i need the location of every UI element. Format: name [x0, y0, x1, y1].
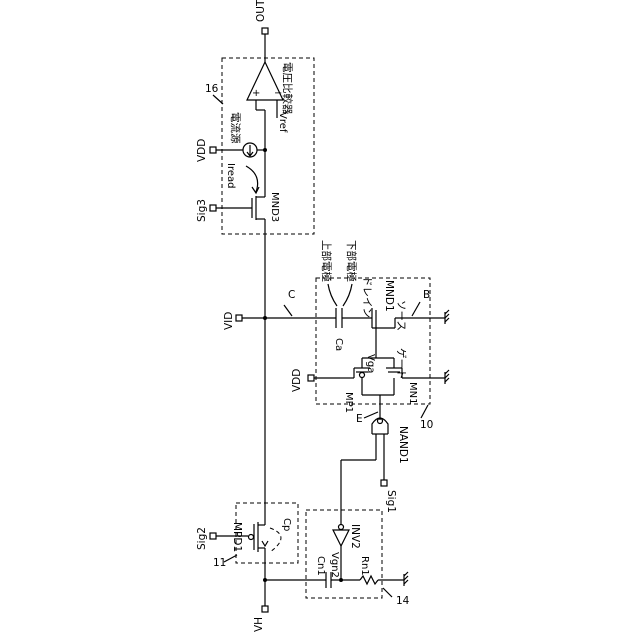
vh-terminal [262, 606, 268, 612]
mnd3-label: MND3 [269, 192, 280, 222]
upper-electrode-leader [328, 284, 337, 306]
gate-label: ゲート [395, 348, 407, 380]
block-10-leader [421, 405, 428, 418]
block-10-label: 10 [420, 419, 433, 431]
block-14-leader [383, 588, 392, 597]
vid-terminal [236, 315, 242, 321]
mnd1-label: MND1 [383, 280, 395, 312]
sig1-terminal [381, 480, 387, 486]
mp1-bubble [360, 373, 365, 378]
sig3-terminal [210, 205, 216, 211]
current-source-label: 電流源 [229, 112, 242, 144]
vdd-top-terminal [210, 147, 216, 153]
vid-label: VID [223, 312, 235, 330]
cp-arc [270, 528, 281, 552]
comparator-label: 電圧比較器 [281, 62, 294, 115]
vgn2-label: Vgn2 [329, 552, 340, 578]
out-terminal [262, 28, 268, 34]
vh-label: VH [253, 617, 265, 632]
inv2-symbol [333, 530, 349, 546]
vdd-mid-label: VDD [291, 369, 303, 392]
nand1-body [372, 418, 388, 434]
comparator-plus: + [252, 88, 260, 99]
mpd1-arrow [262, 541, 268, 546]
vdd-top-label: VDD [196, 139, 208, 162]
rn1-resistor [360, 576, 378, 584]
node-b-label: B [423, 289, 430, 301]
source-label: ソース [395, 300, 407, 331]
inv2-bubble [339, 525, 344, 530]
sig3-label: Sig3 [196, 199, 208, 222]
iread-label: Iread [225, 163, 236, 188]
block-11-label: 11 [213, 557, 226, 569]
block-14-label: 14 [396, 595, 410, 607]
mp1-label: MP1 [343, 392, 354, 413]
nand1-label: NAND1 [397, 426, 409, 464]
node-c-leader [284, 305, 292, 316]
node-e-leader [364, 412, 378, 418]
junction-dot [263, 578, 267, 582]
mpd1-bubble [249, 535, 254, 540]
block-11-boundary [236, 503, 298, 563]
sig2-terminal [210, 533, 216, 539]
junction-dot [263, 148, 267, 152]
ca-label: Ca [333, 338, 344, 351]
block-16-label: 16 [205, 83, 219, 95]
iread-arrowhead [252, 187, 259, 193]
node-c-label: C [288, 289, 295, 301]
cn1-label: Cn1 [315, 556, 326, 576]
inv2-label: INV2 [349, 524, 361, 549]
sig2-label: Sig2 [196, 527, 208, 550]
node-e-label: E [356, 413, 363, 425]
mpd1-label: MPD1 [231, 522, 243, 552]
lower-electrode-leader [343, 284, 352, 306]
node-b-leader [412, 302, 420, 316]
sig1-label: Sig1 [385, 490, 397, 513]
cp-label: Cp [281, 518, 292, 531]
vdd-mid-terminal [308, 375, 314, 381]
junction-dot [263, 316, 267, 320]
vref-label: Vref [277, 112, 288, 133]
rn1-label: Rn1 [359, 556, 370, 576]
iread-arrow [246, 166, 258, 192]
drain-label: ドレイン [361, 276, 373, 318]
vga-label: Vga [365, 354, 376, 373]
block-14-boundary [306, 510, 382, 598]
out-label: OUT [255, 0, 267, 22]
mn1-label: MN1 [407, 382, 418, 404]
upper-electrode-label: 上部電極 [320, 240, 333, 282]
lower-electrode-label: 下部電極 [345, 240, 358, 282]
junction-dot [339, 578, 343, 582]
